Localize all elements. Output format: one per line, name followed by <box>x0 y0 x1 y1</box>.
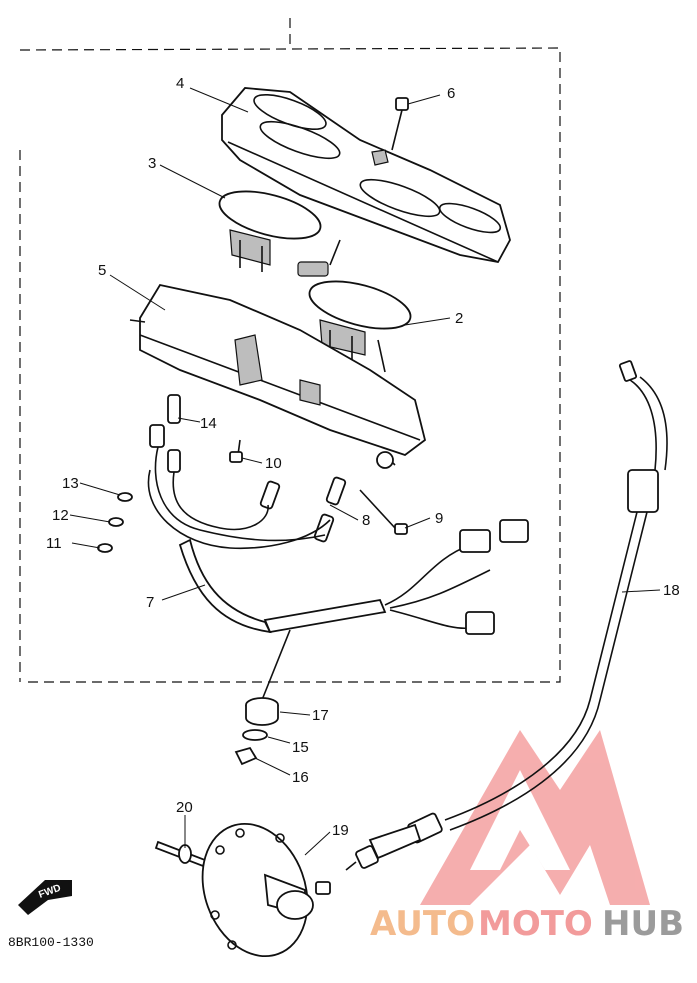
callout-8: 8 <box>362 512 370 529</box>
callout-12: 12 <box>52 507 69 524</box>
watermark-text-hub: HUB <box>602 904 684 944</box>
callout-20: 20 <box>176 799 193 816</box>
bolt-20 <box>154 840 207 868</box>
callout-labels: 4 3 5 2 6 14 10 13 12 11 8 9 7 18 17 15 … <box>46 75 680 839</box>
small-hardware <box>97 492 133 553</box>
callout-10: 10 <box>265 455 282 472</box>
watermark-text-moto: MOTO <box>478 904 593 944</box>
nut-16 <box>234 746 258 766</box>
callout-6: 6 <box>447 85 455 102</box>
drive-plate-19 <box>201 822 331 958</box>
screw-6 <box>371 97 409 166</box>
watermark-logo: AUTO MOTO HUB <box>370 730 684 944</box>
gauge-3 <box>218 190 322 272</box>
callout-7: 7 <box>146 594 154 611</box>
callout-16: 16 <box>292 769 309 786</box>
grommet-17 <box>245 629 291 726</box>
meter-cover <box>221 87 511 264</box>
callout-9: 9 <box>435 510 443 527</box>
washer-15 <box>242 729 268 741</box>
screw-9 <box>359 489 408 535</box>
speedometer-cable-18 <box>345 360 668 871</box>
callout-17: 17 <box>312 707 329 724</box>
callout-5: 5 <box>98 262 106 279</box>
callout-15: 15 <box>292 739 309 756</box>
callout-18: 18 <box>663 582 680 599</box>
callout-2: 2 <box>455 310 463 327</box>
callout-19: 19 <box>332 822 349 839</box>
callout-3: 3 <box>148 155 156 172</box>
callout-14: 14 <box>200 415 217 432</box>
forward-direction-marker: FWD <box>18 880 72 915</box>
assembly-boundary <box>19 18 561 683</box>
callout-11: 11 <box>46 535 62 552</box>
watermark-text-auto: AUTO <box>370 904 475 944</box>
wire-harness <box>147 394 529 635</box>
callout-4: 4 <box>176 75 184 92</box>
leader-lines <box>69 87 661 856</box>
meter-housing <box>129 283 427 469</box>
callout-13: 13 <box>62 475 79 492</box>
diagram-part-code: 8BR100-1330 <box>8 935 94 950</box>
screw-10 <box>229 439 243 463</box>
